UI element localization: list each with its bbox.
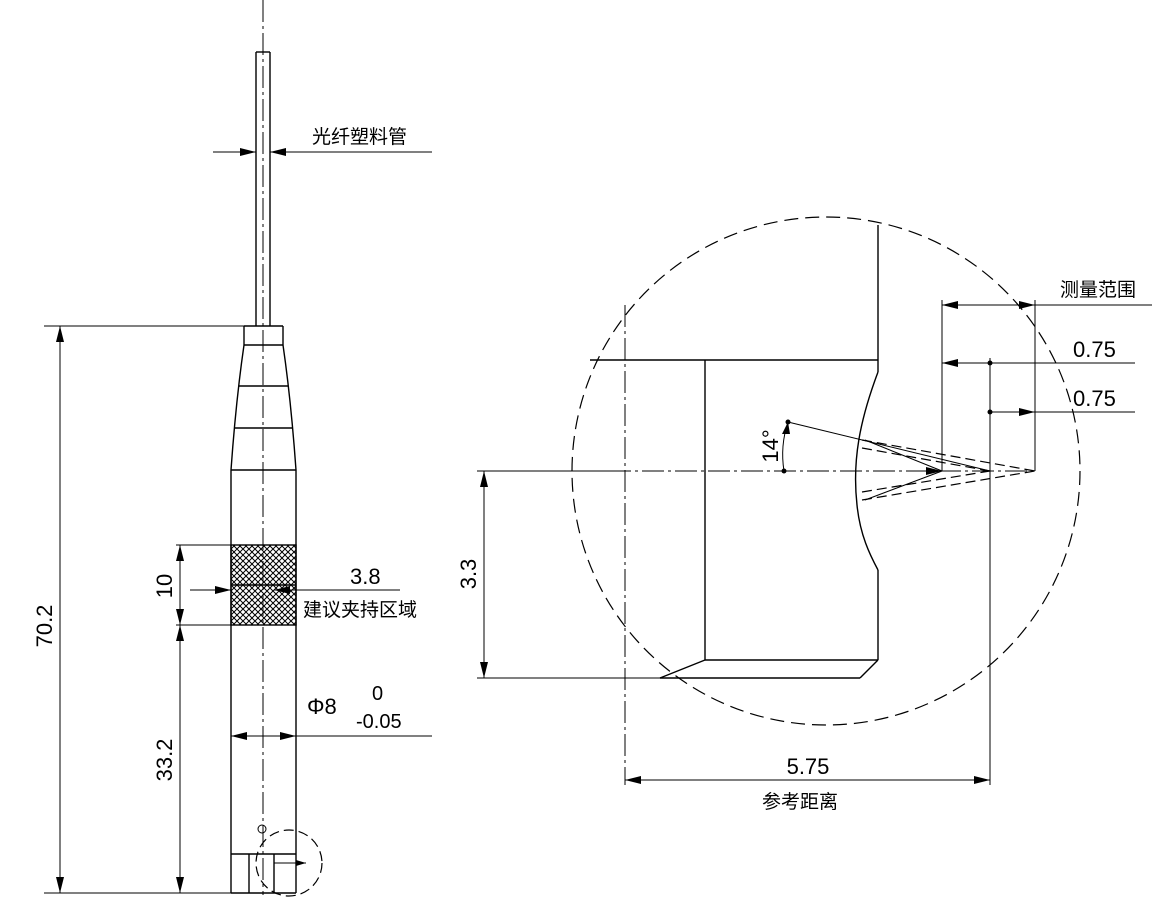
grip-length-dimension: 10 bbox=[152, 544, 231, 626]
grip-area-label: 建议夹持区域 bbox=[303, 599, 417, 621]
grip-offset-value: 3.8 bbox=[350, 564, 381, 589]
reference-distance-value: 5.75 bbox=[787, 754, 830, 779]
height-dimension: 3.3 bbox=[456, 470, 660, 679]
grip-length-value: 10 bbox=[152, 574, 177, 598]
tapered-head bbox=[230, 325, 297, 471]
fiber-tube bbox=[255, 51, 271, 326]
height-value: 3.3 bbox=[456, 559, 481, 590]
angle-value: 14° bbox=[758, 429, 783, 462]
range-b-dimension: 0.75 bbox=[987, 386, 1135, 416]
diameter-prefix: Φ8 bbox=[307, 694, 337, 719]
fiber-tube-dimension: 光纤塑料管 bbox=[213, 126, 432, 156]
sensor-side-view: 光纤塑料管 bbox=[32, 0, 432, 897]
fiber-tube-label: 光纤塑料管 bbox=[312, 126, 407, 148]
tolerance-upper: 0 bbox=[372, 683, 383, 705]
lower-length-dimension: 33.2 bbox=[152, 625, 184, 893]
measuring-range-label: 测量范围 bbox=[1060, 279, 1136, 301]
detail-view: 14° 测量范围 0.75 0.75 bbox=[456, 216, 1152, 813]
detail-body-profile bbox=[590, 225, 879, 679]
angle-dimension: 14° bbox=[758, 421, 790, 472]
range-a-dimension: 0.75 bbox=[942, 337, 1135, 785]
lower-length-value: 33.2 bbox=[152, 739, 177, 782]
beam-cone bbox=[781, 419, 1036, 501]
measuring-range-dimension: 测量范围 bbox=[941, 279, 1152, 471]
detail-callout-small bbox=[255, 829, 323, 897]
total-length-dimension: 70.2 bbox=[32, 325, 244, 894]
reference-distance-label: 参考距离 bbox=[762, 791, 838, 813]
total-length-value: 70.2 bbox=[32, 605, 57, 648]
reference-distance-dimension: 5.75 参考距离 bbox=[625, 754, 990, 813]
main-body bbox=[230, 470, 297, 894]
tolerance-lower: -0.05 bbox=[356, 711, 402, 733]
diameter-dimension: Φ8 0 -0.05 bbox=[231, 683, 432, 740]
grip-offset-dimension: 3.8 建议夹持区域 bbox=[190, 564, 417, 621]
range-b-value: 0.75 bbox=[1073, 386, 1116, 411]
range-a-value: 0.75 bbox=[1073, 337, 1116, 362]
detail-boundary-circle bbox=[571, 216, 1081, 726]
